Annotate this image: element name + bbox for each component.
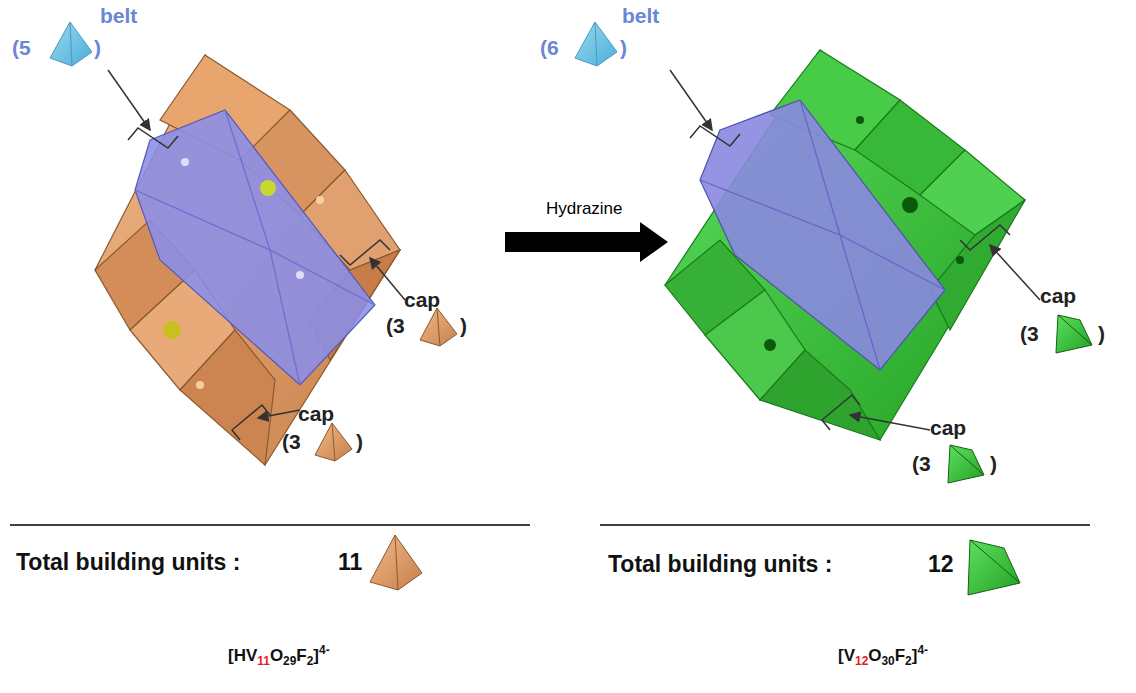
formula: [HV11O29F2]4- [228, 644, 330, 668]
count-open: (6 [540, 36, 559, 59]
count-open: (3 [386, 314, 405, 337]
left-cluster [95, 55, 400, 465]
reagent-label: Hydrazine [546, 200, 623, 219]
count-open: (3 [1020, 322, 1039, 345]
divider [10, 524, 530, 526]
bracket [108, 70, 1040, 440]
total-number: 12 [928, 552, 954, 577]
count-close: ) [990, 452, 997, 475]
total-label: Total building units : [608, 552, 832, 577]
cap-label: cap [298, 402, 334, 425]
cap-label: cap [930, 416, 966, 439]
pyramid-icon [948, 315, 1092, 595]
formula: [V12O30F2]4- [838, 644, 928, 668]
pyramid-icon [50, 22, 617, 66]
count-open: (5 [12, 36, 31, 59]
count-close: ) [460, 314, 467, 337]
count-open: (3 [912, 452, 931, 475]
reaction-arrow [505, 222, 668, 262]
total-label: Total building units : [16, 550, 240, 575]
cap-label: cap [404, 288, 440, 311]
cap-label: cap [1040, 284, 1076, 307]
count-close: ) [356, 430, 363, 453]
count-open: (3 [282, 430, 301, 453]
divider [600, 524, 1090, 526]
count-close: ) [94, 36, 101, 59]
count-close: ) [1098, 322, 1105, 345]
pyramid-icon [315, 308, 457, 590]
right-cluster [665, 50, 1025, 440]
belt-label: belt [622, 4, 659, 27]
belt-label: belt [100, 4, 137, 27]
total-number: 11 [338, 550, 362, 575]
count-close: ) [620, 36, 627, 59]
